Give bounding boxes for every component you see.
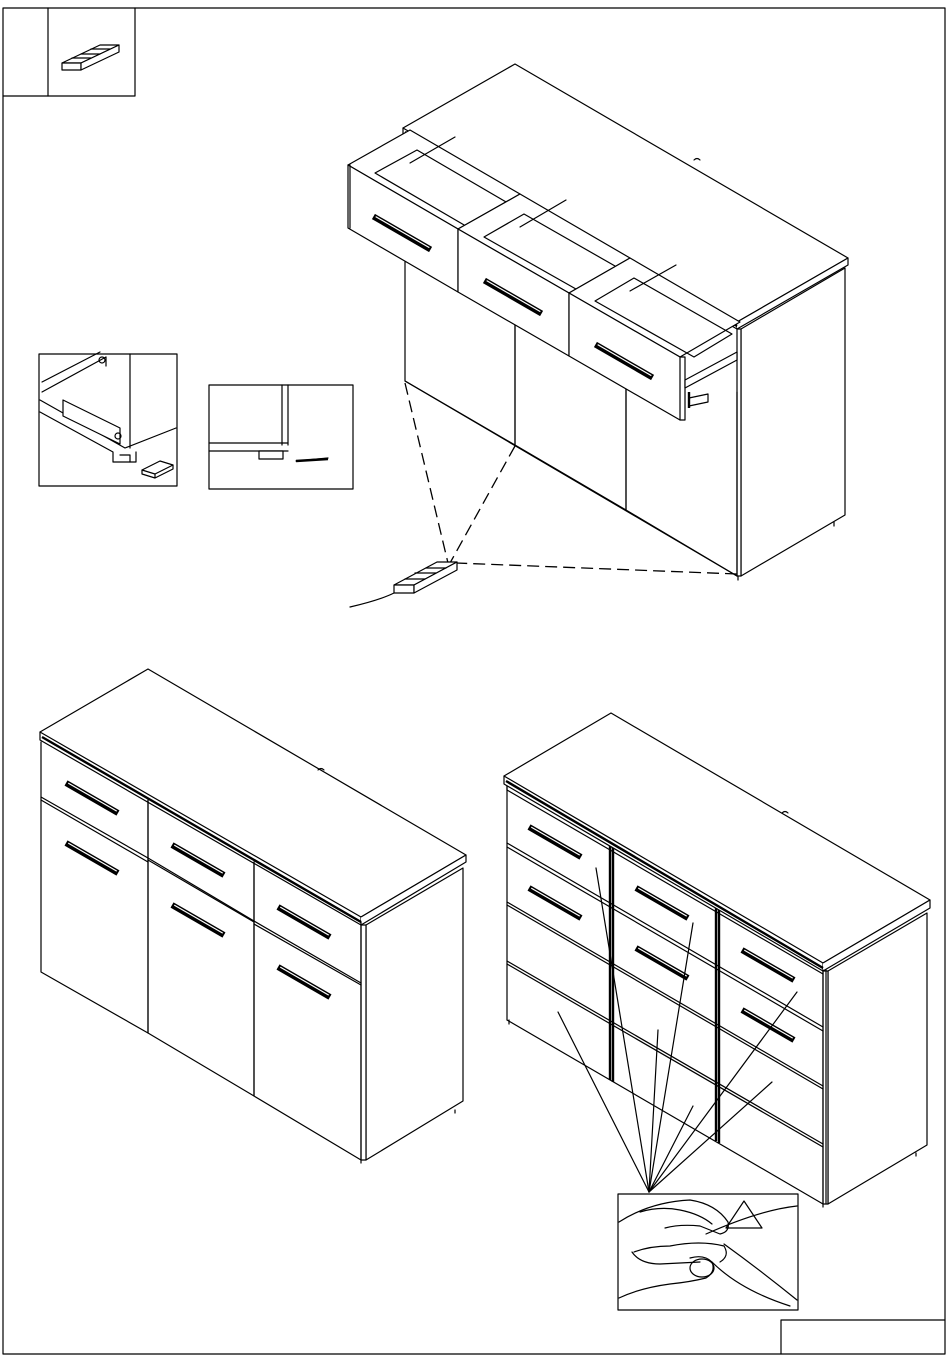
step-header (3, 8, 135, 96)
drawer-handle-icon (171, 842, 226, 877)
drawer-handle-icon (635, 885, 690, 920)
leveling-pad-strip-icon (350, 562, 457, 607)
drawer-handle-icon (528, 885, 583, 920)
foot-pad-side-detail-icon (209, 385, 353, 489)
drawer-handle-icon (741, 1007, 796, 1042)
leveling-pad-strip-icon (62, 45, 119, 70)
sideboard-open-drawers-icon (348, 64, 848, 580)
page-label-box (781, 1320, 945, 1354)
drawer-handle-icon (277, 904, 332, 939)
door-handle-icon (171, 902, 226, 937)
drawer-handle-icon (65, 780, 120, 815)
door-handle-icon (277, 964, 332, 999)
sideboard-9-drawer-icon (504, 713, 930, 1207)
foot-pad-detail-icon (39, 352, 177, 486)
door-handle-icon (65, 840, 120, 875)
hand-peel-film-icon (618, 1194, 798, 1310)
drawer-handle-icon (635, 945, 690, 980)
sideboard-3-door-3-drawer-icon (40, 669, 466, 1163)
